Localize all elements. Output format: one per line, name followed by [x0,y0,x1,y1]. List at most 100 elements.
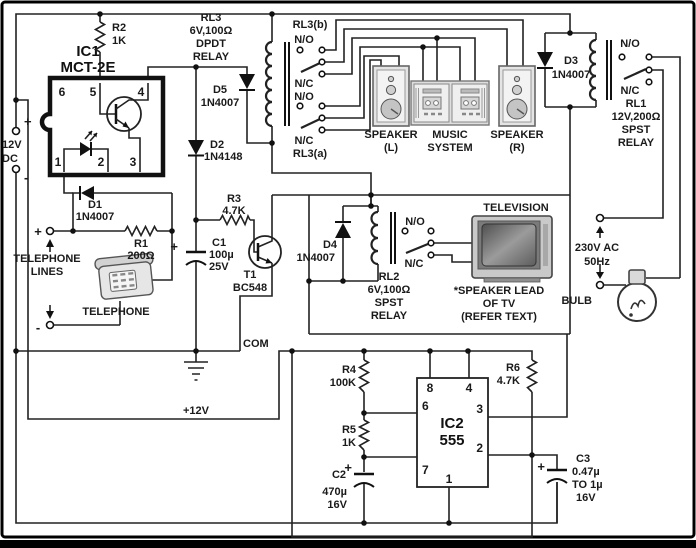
ic2-pin3: 3 [476,402,483,416]
relay-coils [264,38,612,266]
led-icon [63,130,109,172]
ic2-part: 555 [439,432,464,449]
label-tel-minus: - [36,320,40,335]
label-t1-ref: T1 [244,269,257,281]
label-d4-ref: D4 [323,239,338,251]
label-rl1-spec: 12V,200Ω [612,111,661,123]
diode-d5-icon [239,74,255,91]
mains-bottom-terminal [595,280,605,290]
label-rl1-nc: N/C [621,85,640,97]
label-c3-plus: + [537,459,545,474]
labels: R2 1K RL3 6V,100Ω DPDT RELAY D5 1N4007 R… [2,12,661,511]
label-r2-ref: R2 [112,22,126,34]
relay-rl1-coil-icon [588,38,612,102]
ic1-pin2: 2 [98,155,105,169]
ic2-pin7: 7 [422,463,429,477]
label-rl1-kind: RELAY [618,137,655,149]
ic2-pin6: 6 [422,399,429,413]
label-dc-plus: + [24,114,32,129]
label-music2: SYSTEM [427,142,472,154]
ic2-pin2: 2 [476,441,483,455]
resistor-r6 [525,359,539,393]
ic2-555: IC2 555 8 4 6 7 3 2 1 [416,377,489,488]
transistor-t1 [248,235,282,269]
label-rl3a: RL3(a) [293,148,328,160]
diode-d2-icon [188,140,204,157]
label-speaker-r: SPEAKER [490,129,543,141]
label-r5-ref: R5 [342,424,356,436]
resistor-r5 [357,419,371,451]
label-rl3b: RL3(b) [293,19,328,31]
dc-minus-terminal [11,164,21,174]
label-r5-val: 1K [342,437,356,449]
ic1-pin1: 1 [55,155,62,169]
label-telephone: TELEPHONE [82,306,149,318]
label-d1-ref: D1 [88,199,102,211]
label-speaker-l2: (L) [384,142,398,154]
label-music1: MUSIC [432,129,468,141]
ic1-ref: IC1 [76,43,99,60]
label-dc: DC [2,153,18,165]
label-c1-l2: 25V [209,261,229,273]
music-system-icon [410,80,490,126]
label-com: COM [243,338,269,350]
mains-top-terminal [595,213,605,223]
label-c3-l3: 16V [576,492,596,504]
label-r4-val: 100K [330,377,356,389]
label-speaker-l: SPEAKER [364,129,417,141]
label-speaker-r2: (R) [509,142,525,154]
label-tel-lines2: LINES [31,266,63,278]
ic2-pin4: 4 [466,381,473,395]
capacitor-c3-icon [546,468,568,484]
relay-rl2-coil-icon [370,210,396,266]
label-rl2-nc: N/C [405,258,424,270]
ic1-optocoupler: 6 5 4 1 2 3 IC1 MCT-2E [39,43,166,178]
label-rl3-kind: RELAY [193,51,230,63]
capacitor-c1-icon [185,250,207,266]
label-d5-val: 1N4007 [201,97,240,109]
capacitors [185,250,568,488]
rl3b-contact [296,46,326,78]
resistor-r4 [357,359,371,393]
label-r1-ref: R1 [134,238,148,250]
label-d2-val: 1N4148 [204,151,243,163]
label-c1-ref: C1 [212,237,226,249]
arrow-up-icon [46,239,54,247]
speaker-left-icon [372,65,410,127]
ic2-ref: IC2 [440,415,463,432]
tel-minus-terminal [45,320,55,330]
label-tv-note1: *SPEAKER LEAD [454,285,545,297]
tel-plus-terminal [45,226,55,236]
diodes [79,52,553,238]
label-tel-plus: + [34,224,42,239]
label-rl3a-no: N/O [294,91,314,103]
label-tv-note2: OF TV [483,298,516,310]
label-tv-note3: (REFER TEXT) [461,311,537,323]
label-d1-val: 1N4007 [76,211,115,223]
label-d2-ref: D2 [210,139,224,151]
label-r6-val: 4.7K [497,375,520,387]
label-rl3-ref: RL3 [201,12,222,24]
ic1-pin3: 3 [130,155,137,169]
junction-dots [13,11,573,526]
circuit-wires [15,13,681,538]
resistors [93,21,539,451]
ic2-pin1: 1 [446,472,453,486]
ic1-part: MCT-2E [60,59,115,76]
label-tel-lines1: TELEPHONE [13,253,80,265]
emitter-arrow [122,121,129,128]
label-r6-ref: R6 [506,362,520,374]
label-rl2-no: N/O [405,216,425,228]
ic1-body [39,75,166,178]
label-c2-plus: + [344,460,352,475]
rl2-contact [401,227,435,259]
rl3a-contact [296,102,326,134]
arrow-down-icon [46,311,54,319]
label-r3-val: 4.7K [222,205,245,217]
diode-d1-icon [79,186,94,200]
label-d3-ref: D3 [564,55,578,67]
ic1-pin6: 6 [59,85,66,99]
ic1-pin5: 5 [90,85,97,99]
